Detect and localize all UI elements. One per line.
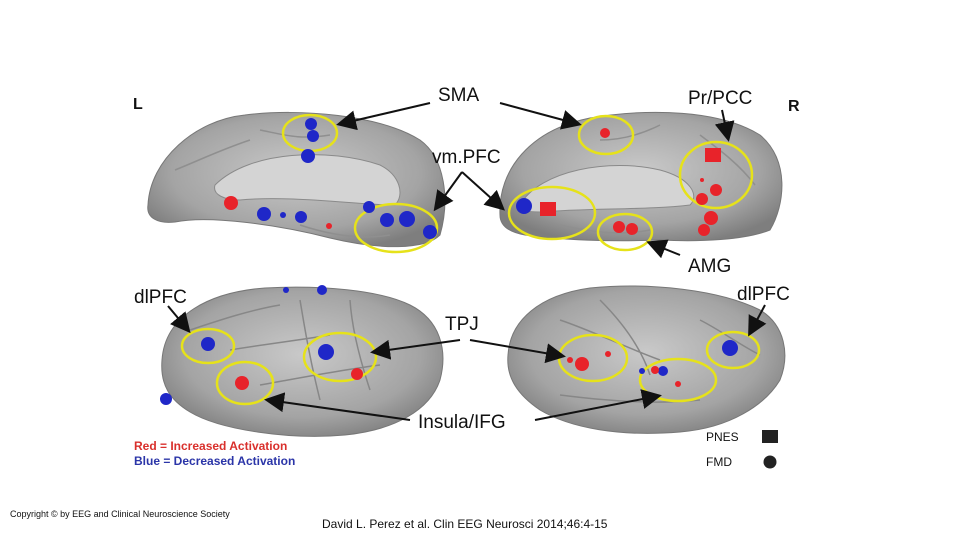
dlpfc-left-arrow [167,305,191,334]
vmpfc-label: vm.PFC [432,147,501,168]
activation-markers [160,118,738,405]
blue-dot [639,368,645,374]
dlpfc-left-label: dlPFC [134,287,187,308]
legend-fmd-circle-icon [763,455,777,469]
insula-right-circle [638,357,718,403]
right-medial-brain [499,111,783,242]
pr-pcc-arrow [714,109,735,142]
red-dot [696,193,708,205]
red-dot [710,184,722,196]
citation-text: David L. Perez et al. Clin EEG Neurosci … [322,517,608,531]
insula-arrow-right [534,389,662,421]
left-lateral-brain [161,286,444,437]
blue-dot [283,287,289,293]
red-dot [575,357,589,371]
blue-dot [380,213,394,227]
vmpfc-right-circle [507,185,597,241]
vmpfc-arrow-right [461,171,505,211]
blue-dot [257,207,271,221]
pr-pcc-label: Pr/PCC [688,88,752,109]
blue-dot [399,211,415,227]
red-dot [651,366,659,374]
red-dot [224,196,238,210]
sma-right-circle [577,114,635,156]
amg-label: AMG [688,256,731,277]
blue-dot [423,225,437,239]
red-dot [351,368,363,380]
blue-dot [722,340,738,356]
hemisphere-label-right: R [788,98,800,115]
insula-arrow-left [264,392,411,421]
amg-arrow [646,239,681,259]
red-dot [700,178,704,182]
blue-dot [363,201,375,213]
vmpfc-left-circle [353,202,439,254]
insula-ifg-label: Insula/IFG [418,412,506,433]
blue-dot [280,212,286,218]
red-dot [326,223,332,229]
right-lateral-brain [507,285,786,434]
hemisphere-label-left: L [133,96,143,113]
pr-pcc-right-circle [678,140,754,210]
blue-dot [305,118,317,130]
amg-right-circle [596,212,654,252]
sma-arrow-right [499,102,582,130]
red-dot [567,357,573,363]
red-square [540,202,556,216]
dlpfc-right-circle [705,330,761,370]
red-dot [613,221,625,233]
tpj-arrow-left [370,339,461,360]
red-dot [704,211,718,225]
blue-dot [160,393,172,405]
blue-dot [201,337,215,351]
vmpfc-arrow-left [433,171,463,212]
blue-dot [516,198,532,214]
blue-dot [301,149,315,163]
sma-arrow-left [336,102,431,131]
red-dot [698,224,710,236]
insula-left-circle [215,360,275,406]
red-dot [600,128,610,138]
red-dot [675,381,681,387]
red-square [705,148,721,162]
legend: Red = Increased Activation Blue = Decrea… [134,430,778,469]
legend-red-text: Red = Increased Activation [134,439,287,453]
legend-blue-text: Blue = Decreased Activation [134,454,295,468]
arrows [167,102,767,421]
blue-dot [295,211,307,223]
sma-label: SMA [438,85,480,106]
region-labels: L R SMA Pr/PCC vm.PFC AMG dlPFC dlPFC TP… [133,85,800,433]
red-dot [235,376,249,390]
tpj-arrow-right [469,339,566,364]
blue-dot [658,366,668,376]
blue-dot [307,130,319,142]
red-dot [626,223,638,235]
red-dot [605,351,611,357]
legend-pnes-square-icon [762,430,778,443]
dlpfc-left-circle [180,327,236,365]
dlpfc-right-arrow [748,304,767,337]
left-medial-brain [147,111,446,248]
dlpfc-right-label: dlPFC [737,284,790,305]
blue-dot [318,344,334,360]
blue-dot [317,285,327,295]
legend-pnes-label: PNES [706,430,739,444]
legend-fmd-label: FMD [706,455,732,469]
copyright-text: Copyright © by EEG and Clinical Neurosci… [10,509,230,519]
tpj-label: TPJ [445,314,479,335]
